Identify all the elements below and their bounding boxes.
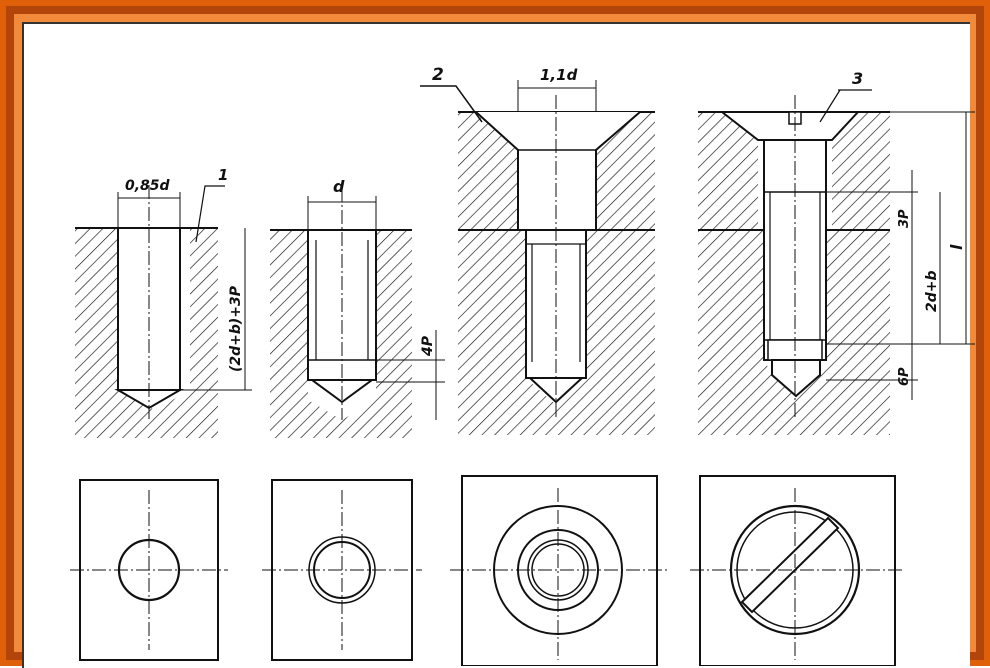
fig1-part-number: 1: [218, 166, 228, 184]
fig4-hatch-top-right: [832, 112, 890, 230]
fig3-countersunk-hole-section: 1,1d 2: [420, 65, 655, 435]
fig2-hatch-right: [376, 230, 412, 438]
fig3-part-number: 2: [432, 65, 444, 85]
fig2-width-label: d: [333, 177, 345, 196]
fig4-part-number: 3: [852, 69, 863, 88]
fig4-screw-section: 3 3P 2d+b l 6P: [698, 69, 975, 435]
fig4-3p-label: 3P: [897, 209, 912, 228]
fig2-hatch-bottom: [308, 400, 376, 438]
fig1-width-label: 0,85d: [125, 178, 171, 194]
fig4-screw-head: [719, 111, 861, 141]
fig3-hatch-bottom: [458, 230, 655, 435]
fig2-threaded-hole-section: d 4P: [270, 177, 445, 438]
fig2-plan-view: [262, 479, 422, 661]
fig1-drilled-hole-section: 0,85d 1 (2d+b)+3P: [75, 166, 252, 438]
fig2-hatch-left: [270, 230, 308, 438]
fig4-l-label: l: [947, 244, 966, 250]
fig1-depth-label: (2d+b)+3P: [228, 285, 244, 372]
fig4-6p-label: 6P: [897, 367, 912, 386]
fig1-hatch-left: [75, 228, 218, 438]
fig4-plan-view: [690, 475, 905, 666]
fig3-width-label: 1,1d: [540, 66, 578, 84]
fig4-plan-slot: [740, 516, 840, 614]
fig4-hatch-bottom: [698, 230, 890, 435]
fig2-runout-label: 4P: [420, 335, 436, 357]
fig1-plan-view: [70, 479, 228, 661]
fig3-hatch-top-right: [596, 112, 655, 230]
fig4-2db-label: 2d+b: [924, 270, 940, 312]
fig3-plan-view: [450, 475, 668, 666]
fig4-hatch-top-left: [698, 112, 758, 230]
fig3-hatch-top-left: [458, 112, 518, 230]
